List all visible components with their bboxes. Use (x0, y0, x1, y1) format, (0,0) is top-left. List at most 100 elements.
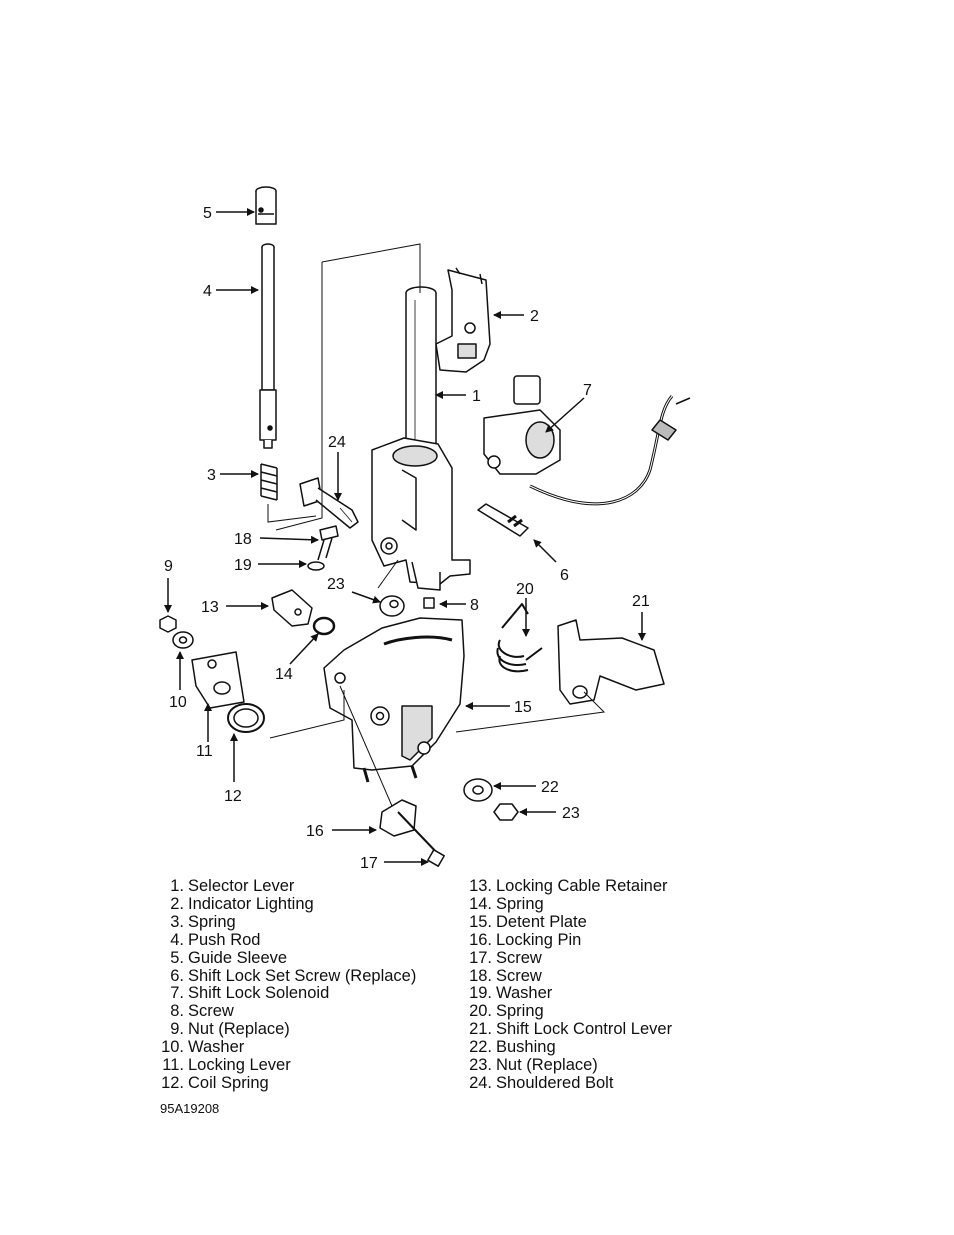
part-number: 15. (469, 912, 492, 931)
locking-cable-retainer-part (271, 589, 313, 627)
part-number: 23. (469, 1056, 492, 1075)
part-name: Nut (Replace) (496, 1056, 598, 1075)
callout-label: 12 (224, 788, 242, 805)
parts-illustration (159, 186, 691, 867)
part-number: 20. (469, 1002, 492, 1021)
part-number: 3. (170, 912, 184, 931)
parts-list-item: 11.Locking Lever (158, 1056, 416, 1075)
part-number: 13. (469, 877, 492, 895)
guide-sleeve-part (255, 186, 277, 225)
part-name: Shift Lock Control Lever (496, 1020, 673, 1039)
parts-list-item: 15.Detent Plate (466, 912, 672, 932)
parts-list-item: 10.Washer (158, 1038, 416, 1057)
callout-label: 7 (583, 382, 592, 399)
nut-23-part (493, 803, 519, 821)
callout-label: 24 (328, 434, 346, 451)
callout-label: 19 (234, 557, 252, 574)
callout-arrows (164, 208, 646, 866)
parts-list-item: 20.Spring (466, 1002, 672, 1021)
part-name: Screw (496, 948, 542, 967)
parts-list-item: 5.Guide Sleeve (158, 948, 416, 968)
indicator-lighting-part (435, 267, 491, 373)
parts-list-item: 19.Washer (466, 984, 672, 1003)
callout-label: 3 (207, 467, 216, 484)
part-number: 24. (469, 1073, 492, 1092)
part-number: 1. (170, 877, 184, 895)
part-name: Locking Cable Retainer (496, 877, 668, 895)
callout-label: 9 (164, 558, 173, 575)
part-number: 18. (469, 966, 492, 985)
callout-label: 1 (472, 388, 481, 405)
callout-label: 22 (541, 779, 559, 796)
part-name: Detent Plate (496, 912, 587, 931)
part-name: Washer (188, 1038, 245, 1057)
selector-lever-part (371, 286, 471, 591)
part-name: Indicator Lighting (188, 894, 314, 913)
parts-list-item: 6.Shift Lock Set Screw (Replace) (158, 967, 416, 986)
push-rod-part (259, 243, 277, 449)
part-number: 19. (469, 984, 492, 1003)
parts-list-item: 9.Nut (Replace) (158, 1020, 416, 1039)
parts-list-item: 16.Locking Pin (466, 930, 672, 950)
callout-label: 17 (360, 855, 378, 872)
detent-plate-part (323, 617, 465, 783)
part-name: Shift Lock Solenoid (188, 984, 330, 1003)
callout-label: 5 (203, 205, 212, 222)
part-number: 11. (162, 1056, 184, 1075)
callout-label: 6 (560, 567, 569, 584)
washer-10-part (172, 631, 194, 649)
shift-lock-control-lever-part (557, 619, 665, 705)
locking-lever-part (191, 651, 245, 709)
screw-8-part (423, 597, 435, 609)
part-number: 21. (469, 1020, 492, 1039)
part-name: Washer (496, 984, 553, 1003)
washer-19-part (307, 561, 325, 571)
parts-list-item: 22.Bushing (466, 1038, 672, 1057)
shift-lock-set-screw-part (477, 503, 529, 537)
part-name: Spring (188, 912, 236, 931)
parts-list-item: 17.Screw (466, 948, 672, 968)
part-number: 12. (161, 1073, 184, 1092)
bushing-22-part (463, 778, 493, 802)
parts-list-item: 14.Spring (466, 895, 672, 914)
part-number: 22. (469, 1038, 492, 1057)
nut-9-part (159, 615, 177, 633)
part-name: Nut (Replace) (188, 1020, 290, 1039)
part-name: Screw (188, 1002, 234, 1021)
part-number: 7. (170, 984, 184, 1003)
callout-label: 23 (327, 576, 345, 593)
part-name: Locking Pin (496, 930, 582, 949)
callout-label: 4 (203, 283, 212, 300)
callout-label: 2 (530, 308, 539, 325)
assembly-lines (267, 243, 606, 807)
screw-18-part (317, 525, 339, 561)
parts-list-item: 24.Shouldered Bolt (466, 1073, 672, 1093)
part-name: Bushing (496, 1038, 556, 1057)
part-name: Locking Lever (188, 1056, 291, 1075)
part-name: Guide Sleeve (188, 948, 288, 967)
callout-label: 15 (514, 699, 532, 716)
part-name: Selector Lever (188, 877, 295, 895)
screw-17-part (427, 849, 445, 867)
part-number: 4. (170, 930, 184, 949)
callout-label: 14 (275, 666, 293, 683)
spring-3-part (260, 463, 278, 501)
callout-label: 18 (234, 531, 252, 548)
parts-list-item: 2.Indicator Lighting (158, 894, 416, 914)
part-name: Screw (496, 966, 542, 985)
bushing-upper-part (379, 595, 405, 617)
parts-list-item: 12.Coil Spring (158, 1073, 416, 1093)
callout-label: 10 (169, 694, 187, 711)
callout-label: 16 (306, 823, 324, 840)
parts-list-item: 18.Screw (466, 966, 672, 986)
callout-label: 21 (632, 593, 650, 610)
callout-labels: 5 4 2 1 7 24 3 6 18 19 9 23 8 20 21 13 1… (164, 205, 650, 872)
part-number: 16. (469, 930, 492, 949)
spring-14-part (312, 616, 336, 636)
parts-list-item: 23.Nut (Replace) (466, 1056, 672, 1075)
coil-spring-12-part (227, 703, 265, 733)
part-name: Push Rod (188, 930, 261, 949)
